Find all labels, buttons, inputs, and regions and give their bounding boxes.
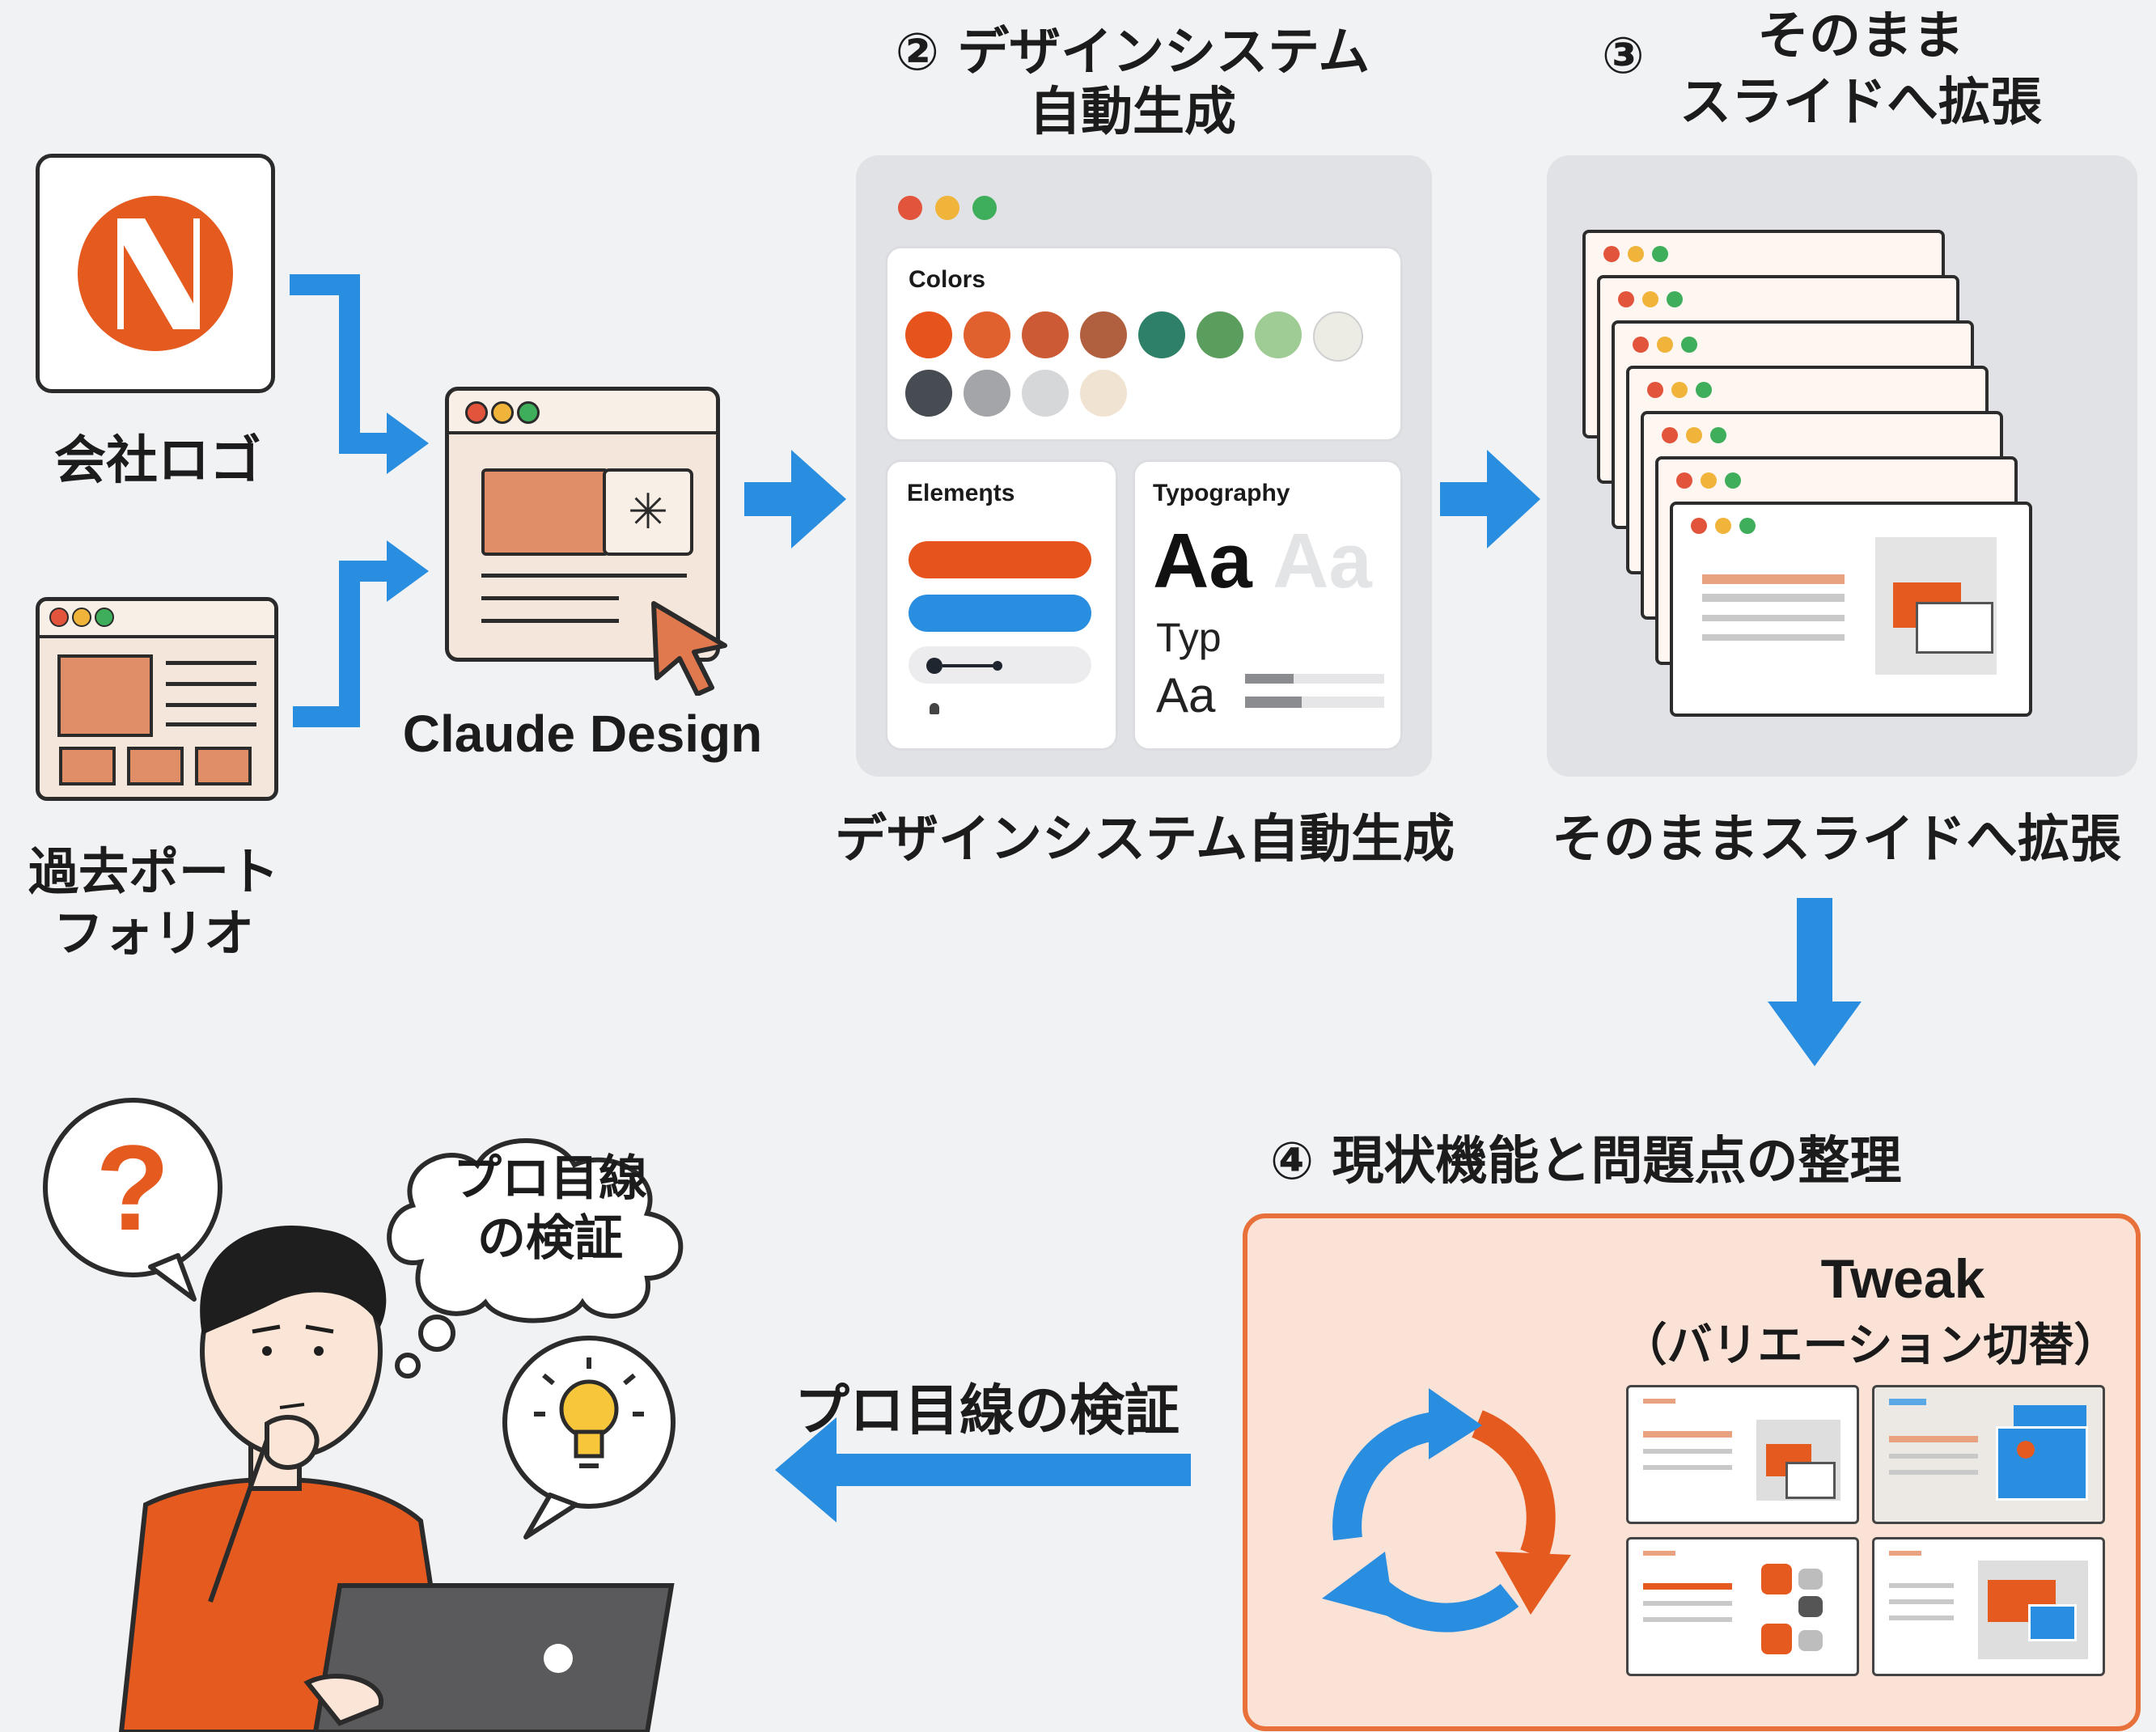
elements-card: Elemeŋts	[885, 459, 1118, 751]
portfolio-card-1	[59, 747, 116, 786]
small-icon-sample	[930, 703, 939, 714]
color-swatch	[905, 370, 952, 417]
type-sample-medium: Typ	[1156, 615, 1222, 660]
typography-heading: Typography	[1153, 480, 1290, 506]
design-system-panel: Colors Elemeŋts Typography Aa Aa Typ Aa	[856, 155, 1432, 777]
slides-panel	[1547, 155, 2137, 777]
color-swatch	[1255, 311, 1302, 358]
color-swatch	[1080, 311, 1127, 358]
tweak-subtitle: （バリエーション切替）	[1621, 1319, 2120, 1372]
variation-thumb-4	[1872, 1537, 2105, 1676]
color-swatch	[964, 311, 1010, 358]
colors-heading: Colors	[909, 266, 986, 293]
tweak-title: Tweak	[1820, 1248, 1985, 1310]
slider-sample	[909, 646, 1091, 684]
thought-cloud	[387, 1138, 684, 1378]
orange-button-sample	[909, 541, 1091, 578]
variation-thumb-1	[1626, 1385, 1859, 1524]
person-illustration	[43, 1098, 684, 1732]
step3-title: そのまま ③ スライドへ拡張	[1602, 6, 2042, 133]
step4-title: ④ 現状機能と問題点の整理	[1270, 1132, 1902, 1192]
color-swatch	[1022, 311, 1069, 358]
arrow-step3-to-step4	[1797, 898, 1832, 1003]
colors-card: Colors	[885, 246, 1403, 442]
slide-page	[1670, 502, 2032, 717]
step2-caption: デザインシステム自動生成	[834, 810, 1455, 870]
portfolio-hero-block	[57, 654, 153, 737]
lightbulb-icon	[534, 1357, 644, 1468]
typography-card: Typography Aa Aa Typ Aa	[1133, 459, 1403, 751]
question-bubble	[43, 1098, 222, 1302]
arrow-step2-to-step3	[1440, 482, 1489, 516]
color-swatch	[905, 311, 952, 358]
tweak-panel: Tweak （バリエーション切替）	[1243, 1213, 2141, 1731]
type-sample-small: Aa	[1156, 668, 1216, 722]
portfolio-label: 過去ポート フォリオ	[28, 842, 279, 963]
color-swatch	[1022, 370, 1069, 417]
thought-text: プロ目線 の検証	[453, 1150, 647, 1267]
variation-thumb-2	[1872, 1385, 2105, 1524]
company-logo-label: 会社ロゴ	[54, 431, 261, 491]
idea-bubble	[502, 1336, 676, 1539]
arrow-head-portfolio	[387, 540, 429, 602]
portfolio-card-3	[195, 747, 252, 786]
portfolio-window	[36, 597, 278, 801]
review-arrow-label: プロ目線の検証	[794, 1379, 1180, 1443]
type-sample-large: Aa	[1153, 518, 1252, 604]
claude-design-window: ✳	[445, 387, 720, 662]
arrow-portfolio-to-claude	[293, 561, 388, 727]
panel-window-dots	[898, 196, 1010, 223]
cycle-arrows-icon	[1322, 1388, 1571, 1632]
company-logo-icon	[78, 196, 233, 351]
step3-caption: そのままスライドへ拡張	[1552, 810, 2121, 870]
blue-button-sample	[909, 595, 1091, 632]
arrow-head-logo	[387, 413, 429, 474]
arrow-logo-to-claude	[290, 274, 388, 454]
color-swatches	[887, 248, 1400, 439]
arrow-claude-to-step2	[744, 482, 793, 516]
elements-heading: Elemeŋts	[907, 480, 1015, 506]
color-swatch	[1313, 311, 1363, 362]
color-swatch	[964, 370, 1010, 417]
cursor-icon	[651, 601, 727, 696]
portfolio-titlebar	[40, 601, 274, 638]
type-sample-ghost: Aa	[1273, 518, 1372, 604]
color-swatch	[1197, 311, 1243, 358]
variation-thumb-3	[1626, 1537, 1859, 1676]
company-logo-card	[36, 154, 275, 393]
sparkle-icon: ✳	[603, 468, 693, 556]
color-swatch	[1080, 370, 1127, 417]
step2-title: ② デザインシステム 自動生成	[895, 23, 1370, 142]
color-swatch	[1138, 311, 1185, 358]
arrow-step4-to-review	[833, 1454, 1191, 1486]
portfolio-card-2	[127, 747, 184, 786]
question-mark: ?	[95, 1120, 170, 1256]
slide-stack	[1547, 155, 2137, 777]
claude-design-label: Claude Design	[402, 705, 763, 763]
